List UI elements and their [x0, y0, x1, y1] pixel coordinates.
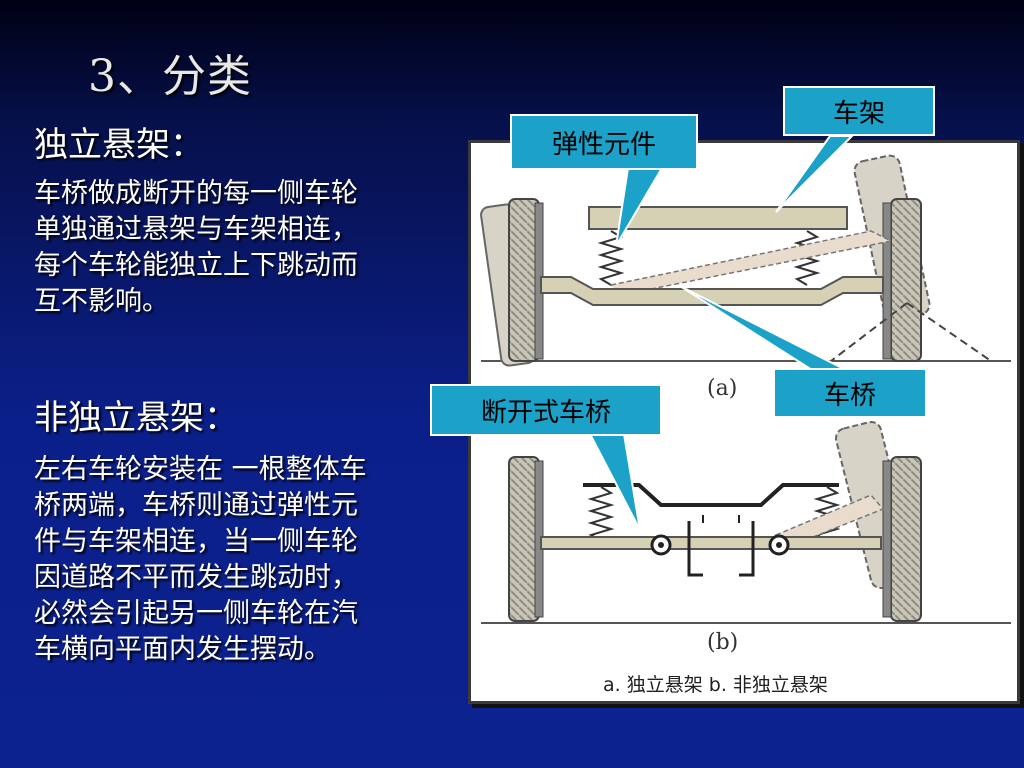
callout-axle: 车桥 [773, 368, 927, 418]
callout-spring: 弹性元件 [510, 114, 698, 170]
suspension-diagram: (a) [468, 140, 1020, 704]
figure-label-a: (a) [707, 376, 737, 401]
figure-label-b: (b) [707, 630, 738, 655]
dependent-suspension-heading: 非独立悬架： [34, 398, 238, 438]
dependent-suspension-text: 左右车轮安装在 一根整体车 桥两端，车桥则通过弹性元 件与车架相连，当一侧车轮 … [34, 454, 367, 665]
independent-suspension-text: 车桥做成断开的每一侧车轮 单独通过悬架与车架相连， 每个车轮能独立上下跳动而 互… [34, 178, 358, 317]
independent-suspension-drawing: (a) [480, 154, 1011, 401]
dependent-suspension-drawing: (b) a. 独立悬架 b. 非独立悬架 [481, 420, 1011, 696]
slide-title: 3、分类 [88, 51, 252, 102]
figure-caption: a. 独立悬架 b. 非独立悬架 [603, 674, 828, 696]
independent-suspension-heading: 独立悬架： [34, 125, 204, 165]
callout-split-axle: 断开式车桥 [430, 384, 662, 436]
callout-frame: 车架 [783, 86, 935, 136]
